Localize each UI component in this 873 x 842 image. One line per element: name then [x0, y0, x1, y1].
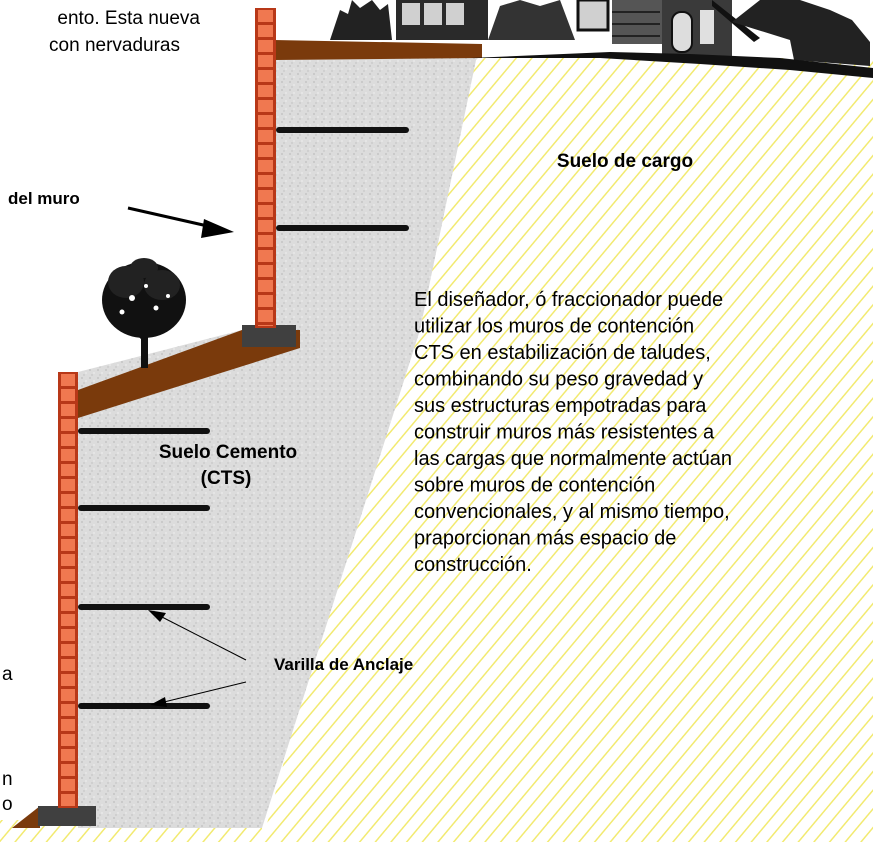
brick [61, 509, 75, 521]
wall-label: del muro [8, 189, 80, 208]
soil-cement-sublabel: (CTS) [201, 468, 252, 489]
brick [61, 614, 75, 626]
brick [61, 419, 75, 431]
top-soil-strip [274, 40, 482, 60]
brick [258, 115, 273, 127]
brick [61, 764, 75, 776]
brick [61, 524, 75, 536]
description-paragraph: El diseñador, ó fraccionador puede utiliz… [414, 289, 732, 576]
soil-cement-label: Suelo Cemento [159, 442, 297, 463]
brick [61, 734, 75, 746]
brick [258, 325, 273, 326]
lower-brick-wall [58, 372, 78, 808]
brick [61, 749, 75, 761]
brick [61, 389, 75, 401]
brick [61, 404, 75, 416]
brick [258, 280, 273, 292]
brick [258, 10, 273, 22]
paragraph-line: sus estructuras empotradas para [414, 395, 707, 417]
brick [258, 265, 273, 277]
brick [258, 40, 273, 52]
brick [61, 479, 75, 491]
base-soil-strip [12, 806, 40, 828]
anchor-rod [78, 604, 210, 610]
arrow-to-wall [127, 206, 234, 238]
upper-brick-wall [255, 8, 276, 328]
anchor-rod-label: Varilla de Anclaje [274, 655, 413, 674]
brick [258, 310, 273, 322]
paragraph-line: construcción. [414, 554, 532, 576]
paragraph-line: combinando su peso gravedad y [414, 369, 703, 391]
paragraph-line: sobre muros de contención [414, 475, 655, 497]
brick [61, 569, 75, 581]
left-fragment-2: n [2, 769, 13, 790]
arrow-to-anchor-rod [148, 610, 247, 661]
brick [258, 295, 273, 307]
paragraph-line: las cargas que normalmente actúan [414, 448, 732, 470]
paragraph-line: El diseñador, ó fraccionador puede [414, 289, 723, 311]
brick [61, 599, 75, 611]
brick [258, 160, 273, 172]
brick [61, 554, 75, 566]
arrow-to-anchor-rod [150, 681, 247, 707]
brick [258, 70, 273, 82]
house-illustration [330, 0, 873, 78]
lower-footing [38, 806, 96, 826]
brick [258, 250, 273, 262]
brick [61, 449, 75, 461]
brick [61, 779, 75, 791]
left-fragment-3: o [2, 794, 13, 815]
anchor-rod [276, 225, 409, 231]
soil-cement-upper [276, 58, 478, 330]
load-soil-label: Suelo de cargo [557, 151, 693, 172]
brick [258, 190, 273, 202]
brick [61, 689, 75, 701]
paragraph-line: CTS en estabilización de taludes, [414, 342, 711, 364]
upper-footing [242, 325, 296, 347]
anchor-rod [78, 428, 210, 434]
paragraph-line: utilizar los muros de contención [414, 316, 694, 338]
brick [61, 464, 75, 476]
brick [61, 644, 75, 656]
tree-illustration [102, 258, 186, 368]
intro-text-line-2: con nervaduras [49, 35, 180, 56]
brick [258, 175, 273, 187]
brick [61, 794, 75, 806]
brick [61, 434, 75, 446]
sloped-soil-strip [78, 330, 300, 418]
paragraph-line: praporcionan más espacio de [414, 528, 676, 550]
brick [258, 85, 273, 97]
intro-text-line-1: ento. Esta nueva [57, 8, 200, 29]
brick [258, 25, 273, 37]
brick [61, 374, 75, 386]
brick [258, 235, 273, 247]
brick [61, 719, 75, 731]
paragraph-line: construir muros más resistentes a [414, 422, 715, 444]
brick [61, 539, 75, 551]
anchor-rod [78, 505, 210, 511]
brick [61, 629, 75, 641]
brick [61, 659, 75, 671]
brick [61, 704, 75, 716]
paragraph-line: convencionales, y al mismo tiempo, [414, 501, 730, 523]
brick [61, 674, 75, 686]
brick [258, 100, 273, 112]
brick [258, 205, 273, 217]
load-soil-region [262, 58, 873, 842]
brick [258, 130, 273, 142]
brick [61, 494, 75, 506]
left-fragment-1: a [2, 664, 13, 685]
brick [258, 220, 273, 232]
anchor-rod [78, 703, 210, 709]
anchor-rod [276, 127, 409, 133]
brick [258, 55, 273, 67]
brick [61, 584, 75, 596]
brick [258, 145, 273, 157]
